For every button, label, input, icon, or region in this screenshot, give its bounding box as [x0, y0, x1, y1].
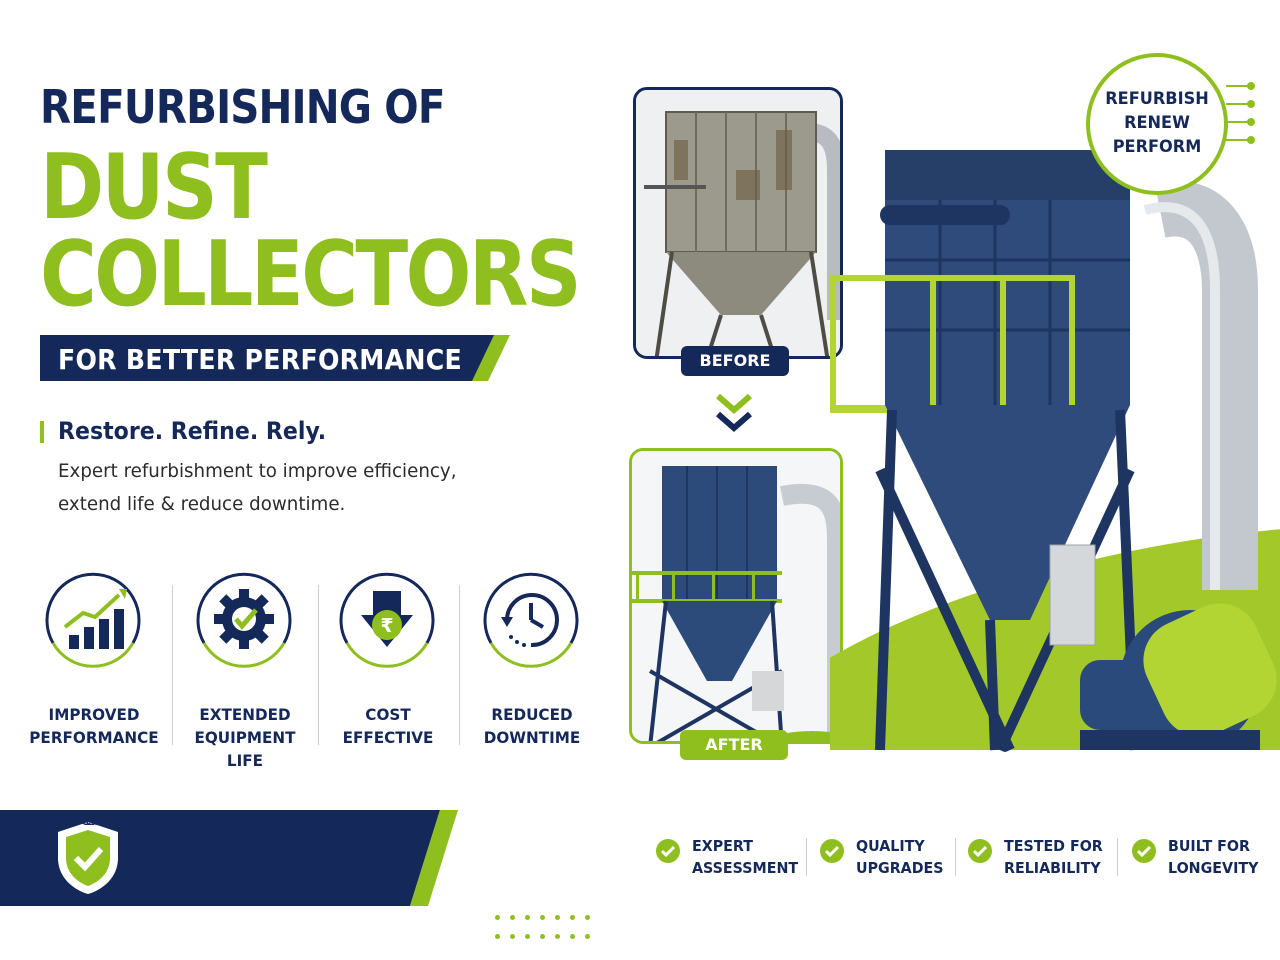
divider — [1117, 838, 1118, 876]
before-photo — [633, 87, 843, 359]
subtitle-band: FOR BETTER PERFORMANCE — [40, 335, 510, 381]
check-icon — [968, 839, 992, 863]
after-label: AFTER — [680, 730, 788, 760]
subtitle-text: FOR BETTER PERFORMANCE — [58, 343, 463, 376]
divider — [955, 838, 956, 876]
dust-collector-illustration — [830, 150, 1280, 790]
divider — [318, 585, 319, 745]
stamp-line: REFURBISH — [1105, 89, 1209, 109]
bar-growth-icon — [45, 572, 141, 668]
stamp-line: PERFORM — [1112, 137, 1202, 157]
clock-icon — [483, 572, 579, 668]
tagline-accent — [40, 421, 44, 443]
tagline: Restore. Refine. Rely. — [58, 417, 327, 445]
band-shape — [40, 335, 510, 381]
shield-check-icon — [58, 822, 118, 894]
title-line-3: COLLECTORS — [40, 222, 582, 327]
decorative-dots — [495, 905, 600, 924]
refurbish-stamp: REFURBISH RENEW PERFORM — [1086, 53, 1228, 195]
banner-line-1: MAXIMIZE EFFICIENCY. — [0, 810, 179, 829]
rupee-down-icon: ₹ — [339, 572, 435, 668]
description: Expert refurbishment to improve efficien… — [58, 460, 457, 515]
after-photo — [629, 448, 843, 744]
divider — [806, 838, 807, 876]
title-line-2: DUST — [40, 135, 268, 240]
stamp-line: RENEW — [1124, 113, 1190, 133]
divider — [172, 585, 173, 745]
gear-check-icon — [196, 572, 292, 668]
chevron-down-icon — [716, 393, 752, 432]
check-icon — [656, 839, 680, 863]
divider — [459, 585, 460, 745]
title-line-1: REFURBISHING OF — [40, 80, 445, 134]
check-icon — [1132, 839, 1156, 863]
before-label: BEFORE — [681, 346, 789, 376]
stamp-connector-dots — [1226, 82, 1255, 144]
decorative-dots — [495, 924, 600, 943]
svg-text:₹: ₹ — [380, 615, 393, 637]
check-icon — [820, 839, 844, 863]
banner-line-2: MINIMIZE COSTS. — [0, 810, 139, 829]
